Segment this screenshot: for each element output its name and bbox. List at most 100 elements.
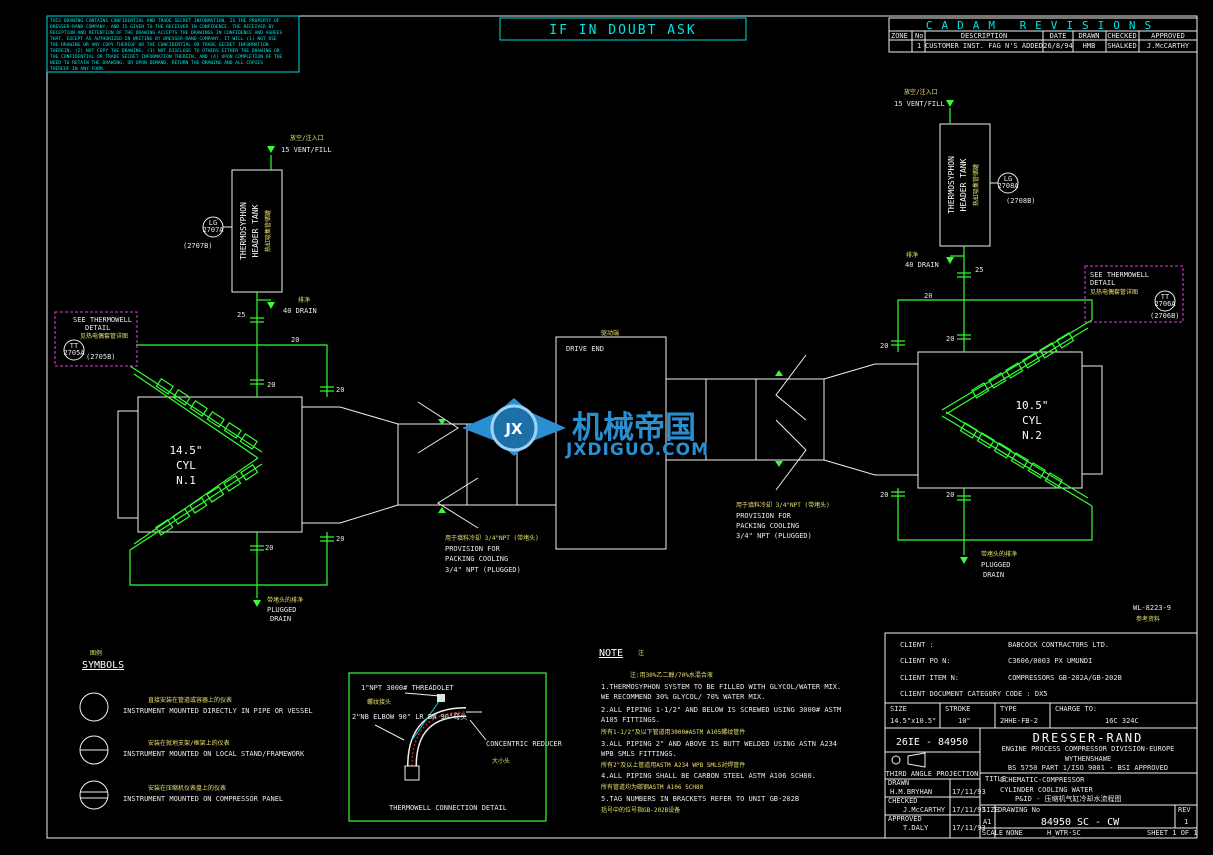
drawing-frame: [46, 15, 1198, 839]
confidential-notice: THIS DRAWING CONTAINS CONFIDENTIAL AND T…: [50, 18, 283, 72]
right-tank-label-cn: 热虹吸集管储罐: [972, 164, 980, 206]
lg-tag: LG: [209, 219, 217, 227]
symbols-title: SYMBOLS: [82, 660, 124, 671]
lg-bracket: (2707B): [183, 242, 213, 250]
thermowell-note: DETAIL: [1090, 279, 1115, 287]
lg-bracket: (2708B): [1006, 197, 1036, 205]
sheet-count: SHEET 1 OF 1: [1147, 829, 1198, 837]
symbol-2-label: INSTRUMENT MOUNTED ON LOCAL STAND/FRAMEW…: [123, 750, 305, 758]
right-header-tank: [939, 123, 991, 247]
provision-cn: 用于填料冷却 3/4"NPT (带堵头): [445, 534, 539, 542]
reference-cn: 参考资料: [1136, 615, 1160, 623]
projection-cone-icon: [907, 752, 926, 768]
lg-tag: LG: [1004, 175, 1012, 183]
revision-header: REV: [1178, 806, 1191, 814]
size-header: SIZE: [890, 705, 907, 713]
compressor-frame: DRIVE END 驱动端 用于填料冷却 3/4"NPT (带堵头) PROVI…: [302, 329, 918, 574]
pipe-size-20: 20: [336, 535, 344, 543]
rev-col-date: DATE: [1050, 32, 1067, 40]
provision-cn: 用于填料冷却 3/4"NPT (带堵头): [736, 501, 830, 509]
projection-circle-icon: [891, 755, 901, 765]
client-po-value: C3606/0003 PX UMUNDI: [1008, 657, 1092, 665]
type-value: 2HHE-FB-2: [1000, 717, 1038, 725]
vent-valve-icon: [267, 146, 275, 153]
plugged-drain-label: DRAIN: [983, 571, 1004, 579]
detail-title: THERMOWELL CONNECTION DETAIL: [389, 804, 507, 812]
doubt-label: IF IN DOUBT ASK: [549, 23, 696, 38]
watermark-cn: 机械帝国: [572, 410, 696, 446]
detail-threadolet: 1"NPT 3000# THREADOLET: [361, 684, 455, 692]
tt-bracket: (2706B): [1150, 312, 1180, 320]
lg-number: 2707A: [202, 226, 224, 234]
provision-label: 3/4" NPT (PLUGGED): [445, 566, 521, 574]
confidential-line: THEREIN, (2) NOT COPY THE DRAWING, (3) N…: [50, 48, 280, 54]
charge-value: 16C 324C: [1105, 717, 1139, 725]
packing-cooling-out-icon: [775, 461, 783, 467]
revision-value: 1: [1184, 818, 1188, 826]
cylinder-2-number: N.2: [1022, 429, 1042, 442]
client-po-label: CLIENT PO N:: [900, 657, 951, 665]
tt-tag: TT: [70, 342, 79, 350]
left-vent-label: 15 VENT/FILL: [281, 146, 332, 154]
note-line: 所有1-1/2"及以下管道用3000#ASTM A105螺纹管件: [601, 728, 745, 736]
pipe-size-20: 20: [336, 386, 344, 394]
cylinder-1-label: CYL: [176, 459, 196, 472]
scale-header: SCALE: [982, 829, 1003, 837]
drawing-number: 84950 SC - CW: [1041, 817, 1120, 828]
rev-col-checked: CHECKED: [1107, 32, 1137, 40]
cylinder-1-number: N.1: [176, 474, 196, 487]
thermowell-detail: 1"NPT 3000# THREADOLET 螺纹接头 2"NB ELBOW 9…: [348, 672, 563, 822]
pipe-left-bottom-coil: [129, 550, 257, 586]
note-line: 4.ALL PIPING SHALL BE CARBON STEEL ASTM …: [601, 772, 816, 780]
drawing-title-cn: P&ID - 压缩机气缸冷却水流程图: [1015, 794, 1122, 803]
confidential-line: THE DRAWING OR ANY COPY THEREOF OR THE C…: [50, 42, 269, 48]
rev-col-approved: APPROVED: [1151, 32, 1185, 40]
reference-number: WL-8223-9: [1133, 604, 1171, 612]
distance-piece-right: [665, 378, 825, 461]
rev-cell-checked: SHALKED: [1107, 42, 1137, 50]
notes-title: NOTE: [599, 648, 623, 659]
cylinder-2-cooling-jacket-lower: [941, 411, 1093, 507]
pipe-size-20: 20: [267, 381, 275, 389]
right-drain-cn: 排净: [906, 251, 918, 259]
instrument-pipe-mounted-icon: [79, 692, 109, 722]
cylinder-2-size: 10.5": [1015, 399, 1048, 412]
pipe-size-20: 20: [880, 342, 888, 350]
watermark: JX 机械帝国 JXDIGUO.COM: [462, 398, 709, 460]
checked-header: CHECKED: [888, 797, 918, 805]
right-compressor-unit: 10.5" CYL N.2: [880, 88, 1184, 579]
note-line: WE RECOMMEND 30% GLYCOL/ 70% WATER MIX.: [601, 693, 765, 701]
sheet-size-value: A1: [983, 818, 991, 826]
rev-col-description: DESCRIPTION: [961, 32, 1007, 40]
stroke-header: STROKE: [945, 705, 970, 713]
notes-title-cn: 注: [638, 649, 644, 657]
plugged-drain-label: PLUGGED: [981, 561, 1011, 569]
cylinder-1-cooling-jacket-upper: [129, 365, 263, 459]
watermark-en: JXDIGUO.COM: [565, 440, 709, 460]
confidential-line: RECEPTION AND RETENTION OF THE DRAWING A…: [50, 30, 283, 36]
confidential-box: [46, 15, 300, 73]
approved-header: APPROVED: [888, 815, 922, 823]
lg-number: 2708A: [997, 182, 1019, 190]
drawing-title: CYLINDER COOLING WATER: [1000, 786, 1094, 794]
cylinder-1-size: 14.5": [169, 444, 202, 457]
client-value: BABCOCK CONTRACTORS LTD.: [1008, 641, 1109, 649]
plugged-drain-icon: [960, 557, 968, 564]
left-tank-label-2: HEADER TANK: [251, 204, 260, 257]
doubt-box: [499, 17, 747, 41]
revisions-table: CADAM REVISIONS ZONE No DESCRIPTION DATE…: [888, 17, 1198, 53]
note-line: 5.TAG NUMBERS IN BRACKETS REFER TO UNIT …: [601, 795, 799, 803]
pipe-size-20: 20: [924, 292, 932, 300]
drive-end-cn: 驱动端: [601, 329, 619, 337]
tt-2705a-icon: [63, 339, 85, 361]
pipe-size-20: 20: [880, 491, 888, 499]
provision-label: PROVISION FOR: [445, 545, 501, 553]
packing-cooling-out-icon: [438, 507, 446, 513]
packing-cooling-in-icon: [438, 419, 446, 425]
company-division: ENGINE PROCESS COMPRESSOR DIVISION-EUROP…: [1002, 745, 1175, 753]
note-line: 注:用30%乙二醇/70%水混合液: [630, 671, 713, 679]
plugged-drain-label: PLUGGED: [267, 606, 297, 614]
checked-by: J.McCARTHY: [903, 806, 946, 814]
type-header: TYPE: [1000, 705, 1017, 713]
thermowell-note: SEE THERMOWELL: [73, 316, 132, 324]
